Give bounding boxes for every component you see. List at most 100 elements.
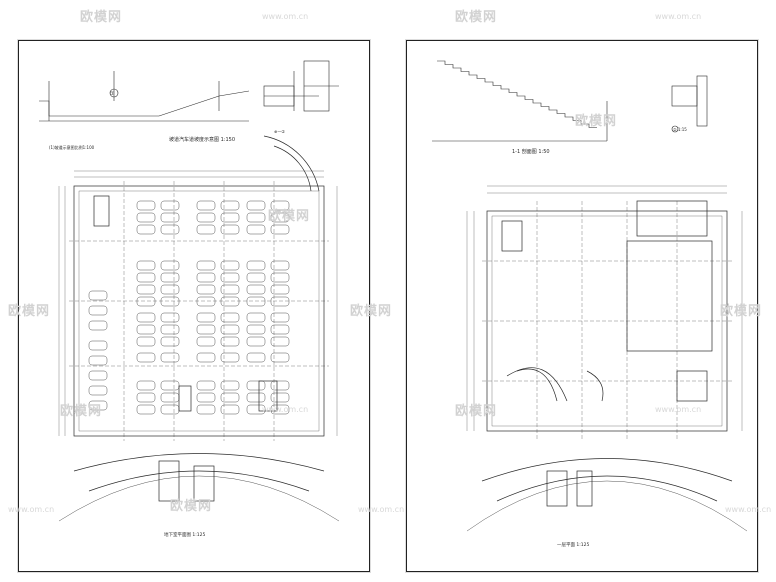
parking-stall [88, 385, 108, 396]
parking-stall [220, 404, 240, 415]
parking-stall [270, 380, 290, 391]
parking-stall [160, 324, 180, 335]
parking-stall [220, 224, 240, 235]
parking-stall [220, 312, 240, 323]
parking-stall [196, 260, 216, 271]
detail-marker-2 [671, 125, 679, 133]
parking-stall [136, 312, 156, 323]
parking-stall [270, 352, 290, 363]
parking-stall [246, 272, 266, 283]
parking-stall [196, 380, 216, 391]
parking-stall [220, 200, 240, 211]
detail-2-label: ⊕一② [274, 129, 285, 134]
watermark-logo: 欧模网 [80, 10, 123, 25]
watermark-logo: 欧模网 [455, 10, 498, 25]
parking-stall [88, 290, 108, 301]
plan-caption-left: 地下室平面图 1:125 [164, 531, 206, 538]
parking-stall [196, 392, 216, 403]
parking-stall [88, 370, 108, 381]
parking-stall [220, 272, 240, 283]
parking-stall [160, 224, 180, 235]
parking-stall [270, 260, 290, 271]
basement-plan-drawing: 坡道汽车道坡度示意图 1:150 (1)坡道示意图比例1:100 ① ⊕一② [39, 60, 340, 538]
parking-stall [196, 272, 216, 283]
parking-stall [196, 324, 216, 335]
parking-stall [136, 260, 156, 271]
parking-stall [270, 284, 290, 295]
parking-stall [136, 284, 156, 295]
stair-section-steps [437, 60, 597, 128]
parking-stall [160, 352, 180, 363]
parking-stall [246, 312, 266, 323]
parking-stall [270, 296, 290, 307]
parking-stall [220, 260, 240, 271]
parking-stall [160, 312, 180, 323]
parking-stall [160, 404, 180, 415]
parking-stall [136, 200, 156, 211]
plan-caption-right: 一层平面 1:125 [557, 542, 590, 548]
parking-stall [160, 336, 180, 347]
basement-plan [58, 135, 340, 522]
parking-stall [246, 200, 266, 211]
parking-stall [270, 272, 290, 283]
parking-stall [246, 212, 266, 223]
parking-stall [160, 212, 180, 223]
parking-stall [270, 336, 290, 347]
parking-stall [270, 224, 290, 235]
parking-stall [246, 284, 266, 295]
parking-stall [88, 340, 108, 351]
parking-stall [270, 404, 290, 415]
parking-stall [136, 404, 156, 415]
parking-stall [270, 200, 290, 211]
parking-stall [196, 336, 216, 347]
parking-stall [136, 224, 156, 235]
parking-stall [220, 392, 240, 403]
parking-stall [88, 355, 108, 366]
stair-caption: 1-1 剖面图 1:50 [512, 148, 550, 155]
watermark-url: www.om.cn [655, 12, 702, 21]
parking-stall [196, 284, 216, 295]
parking-stall [160, 380, 180, 391]
detail-marker-1 [109, 88, 119, 98]
parking-stall [88, 400, 108, 411]
parking-stall [220, 324, 240, 335]
drawing-sheet-right: 1-1 剖面图 1:50 ② 1:15 [406, 40, 758, 572]
parking-stall [160, 272, 180, 283]
parking-stall [196, 224, 216, 235]
watermark-url: www.om.cn [262, 12, 309, 21]
parking-stall [220, 296, 240, 307]
ramp-note: (1)坡道示意图比例1:100 [49, 144, 95, 150]
parking-stall [246, 392, 266, 403]
ground-floor-plan-drawing: 1-1 剖面图 1:50 ② 1:15 [432, 60, 748, 548]
parking-stall [88, 305, 108, 316]
parking-stall [270, 212, 290, 223]
parking-stall [246, 324, 266, 335]
parking-stall [246, 224, 266, 235]
parking-stall [136, 296, 156, 307]
parking-stall [136, 212, 156, 223]
parking-stall [246, 380, 266, 391]
parking-stall [196, 200, 216, 211]
parking-stall [246, 336, 266, 347]
parking-stall [220, 284, 240, 295]
detail-1-label: ① [110, 91, 115, 97]
parking-stall [220, 336, 240, 347]
parking-stall [136, 272, 156, 283]
parking-stall [160, 296, 180, 307]
parking-stall [246, 404, 266, 415]
parking-stall [220, 352, 240, 363]
parking-stall [196, 352, 216, 363]
ground-plan [466, 185, 748, 532]
parking-stall [220, 212, 240, 223]
detail-2-right-label: ② 1:15 [673, 127, 687, 132]
parking-stall [220, 380, 240, 391]
parking-stalls [88, 200, 290, 415]
ramp-profile-line [39, 90, 250, 117]
parking-stall [160, 260, 180, 271]
ramp-caption: 坡道汽车道坡度示意图 1:150 [169, 136, 235, 143]
parking-stall [196, 212, 216, 223]
parking-stall [196, 312, 216, 323]
parking-stall [196, 404, 216, 415]
parking-stall [136, 380, 156, 391]
parking-stall [160, 284, 180, 295]
